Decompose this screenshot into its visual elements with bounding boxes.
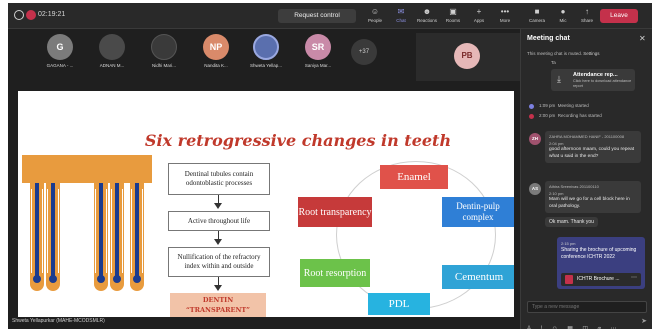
attach-icon[interactable]: !: [540, 326, 543, 329]
rooms-button[interactable]: ▣Rooms: [440, 6, 466, 28]
meeting-event-icon: [529, 104, 534, 109]
camera-button[interactable]: ■Camera: [524, 6, 550, 28]
more-participants-button[interactable]: +37: [351, 39, 377, 65]
slide-title: Six retrogressive changes in teeth: [144, 131, 452, 150]
paperclip-icon[interactable]: ⌀: [597, 326, 602, 329]
compose-toolbar: A ! ☺ ▦ ◫ ⌀ ⋯ ➤: [527, 317, 647, 329]
attendance-report-card[interactable]: ⤓ Attendance rep... Click here to downlo…: [551, 69, 635, 91]
shield-icon: [14, 10, 24, 20]
avatar: [253, 34, 279, 60]
presenter-label: Shweta Yellapurkar (MAHE-MCODSMLR): [12, 318, 105, 324]
chat-message: Athira Sreenivas 201100110 2:10 pm Mam w…: [545, 181, 641, 213]
teams-meeting-window: 02:19:21 Request control ☺People ✉Chat ☻…: [8, 3, 652, 329]
emoji-icon[interactable]: ☺: [551, 326, 558, 329]
sticker-icon[interactable]: ◫: [582, 326, 588, 329]
people-icon: ☺: [370, 7, 380, 16]
pinned-participant-tile[interactable]: PB: [416, 33, 520, 81]
avatar: ZH: [529, 133, 541, 145]
root-transparency-box: Root transparency: [298, 197, 372, 227]
more-dots-icon: •••: [500, 7, 510, 16]
avatar: [151, 34, 177, 60]
meeting-event: 1:09 pm Meeting started: [539, 103, 589, 108]
dentin-transparent-box: DENTIN “TRANSPARENT”: [170, 293, 266, 317]
flow-box: Active throughout life: [168, 211, 270, 231]
avatar: [99, 34, 125, 60]
dentinal-tubule-illustration: [18, 155, 156, 305]
meeting-chat-panel: Meeting chat ✕ This meeting chat is mute…: [520, 29, 652, 329]
avatar: NP: [203, 34, 229, 60]
my-chat-message: 2:15 pm Sharing the brochure of upcoming…: [557, 237, 645, 289]
mic-icon: ●: [560, 7, 566, 16]
avatar: G: [47, 34, 73, 60]
participant-tile[interactable]: Nidhi Mari...: [142, 32, 186, 76]
gif-icon[interactable]: ▦: [567, 326, 573, 329]
arrow-down-icon: [214, 285, 222, 291]
avatar: AS: [529, 183, 541, 195]
download-icon: ⤓: [557, 74, 561, 84]
root-resorption-box: Root resorption: [300, 259, 370, 287]
chat-message: ZAHRA MOHAMMED HANIF - 201100008 2:04 pm…: [545, 131, 641, 163]
muted-note: This meeting chat is muted. Settings: [527, 51, 600, 56]
participant-tile[interactable]: NP Nandita K...: [194, 32, 238, 76]
meeting-event: 2:00 pm Recording has started: [539, 113, 602, 118]
send-icon[interactable]: ➤: [641, 318, 647, 325]
close-icon[interactable]: ✕: [639, 34, 646, 43]
recording-event-icon: [529, 114, 534, 119]
meeting-toolbar: 02:19:21 Request control ☺People ✉Chat ☻…: [8, 3, 652, 29]
recording-icon: [26, 10, 36, 20]
avatar: PB: [454, 43, 480, 69]
more-button[interactable]: •••More: [492, 6, 518, 28]
chat-title: Meeting chat: [527, 35, 570, 42]
participant-tile[interactable]: G GAGANA - ...: [38, 32, 82, 76]
rooms-icon: ▣: [449, 7, 457, 16]
people-button[interactable]: ☺People: [362, 6, 388, 28]
settings-link[interactable]: Settings: [583, 51, 600, 56]
chat-button[interactable]: ✉Chat: [388, 6, 414, 28]
chat-message: Ok mam. Thank you: [545, 217, 598, 227]
participant-tile[interactable]: ADNAN M...: [90, 32, 134, 76]
meeting-timer: 02:19:21: [38, 11, 66, 18]
mic-button[interactable]: ●Mic: [550, 6, 576, 28]
flow-box: Nullification of the refractory index wi…: [168, 247, 270, 277]
pdl-box: PDL: [368, 293, 430, 315]
apps-button[interactable]: +Apps: [466, 6, 492, 28]
cementum-box: Cementum: [442, 265, 514, 289]
more-options-icon[interactable]: ⋯: [631, 275, 637, 281]
chat-text: Ta: [551, 60, 556, 65]
share-button[interactable]: ↑Share: [574, 6, 600, 28]
participant-tile[interactable]: Shweta Yellap...: [244, 32, 288, 76]
reaction-icon: ☻: [422, 7, 432, 16]
participant-tile[interactable]: SR Saniya Mar...: [296, 32, 340, 76]
format-icon[interactable]: A: [527, 326, 532, 329]
dentin-pulp-complex-box: Dentin-pulp complex: [442, 197, 514, 227]
leave-button[interactable]: Leave: [600, 9, 638, 23]
reactions-button[interactable]: ☻Reactions: [414, 6, 440, 28]
shared-slide: Six retrogressive changes in teeth Denti…: [18, 91, 514, 317]
flow-box: Dentinal tubules contain odontoblastic p…: [168, 163, 270, 195]
avatar: SR: [305, 34, 331, 60]
pdf-file-icon: [565, 275, 573, 284]
file-attachment[interactable]: ICHTR Brochure ... ⋯: [561, 273, 641, 286]
enamel-box: Enamel: [380, 165, 448, 189]
apps-plus-icon: +: [476, 7, 482, 16]
arrow-down-icon: [214, 203, 222, 209]
more-icon[interactable]: ⋯: [610, 326, 617, 329]
chat-message-input[interactable]: [527, 301, 647, 313]
request-control-button[interactable]: Request control: [278, 9, 356, 23]
chat-icon: ✉: [397, 7, 405, 16]
camera-icon: ■: [534, 7, 540, 16]
share-icon: ↑: [585, 7, 589, 16]
arrow-down-icon: [214, 239, 222, 245]
